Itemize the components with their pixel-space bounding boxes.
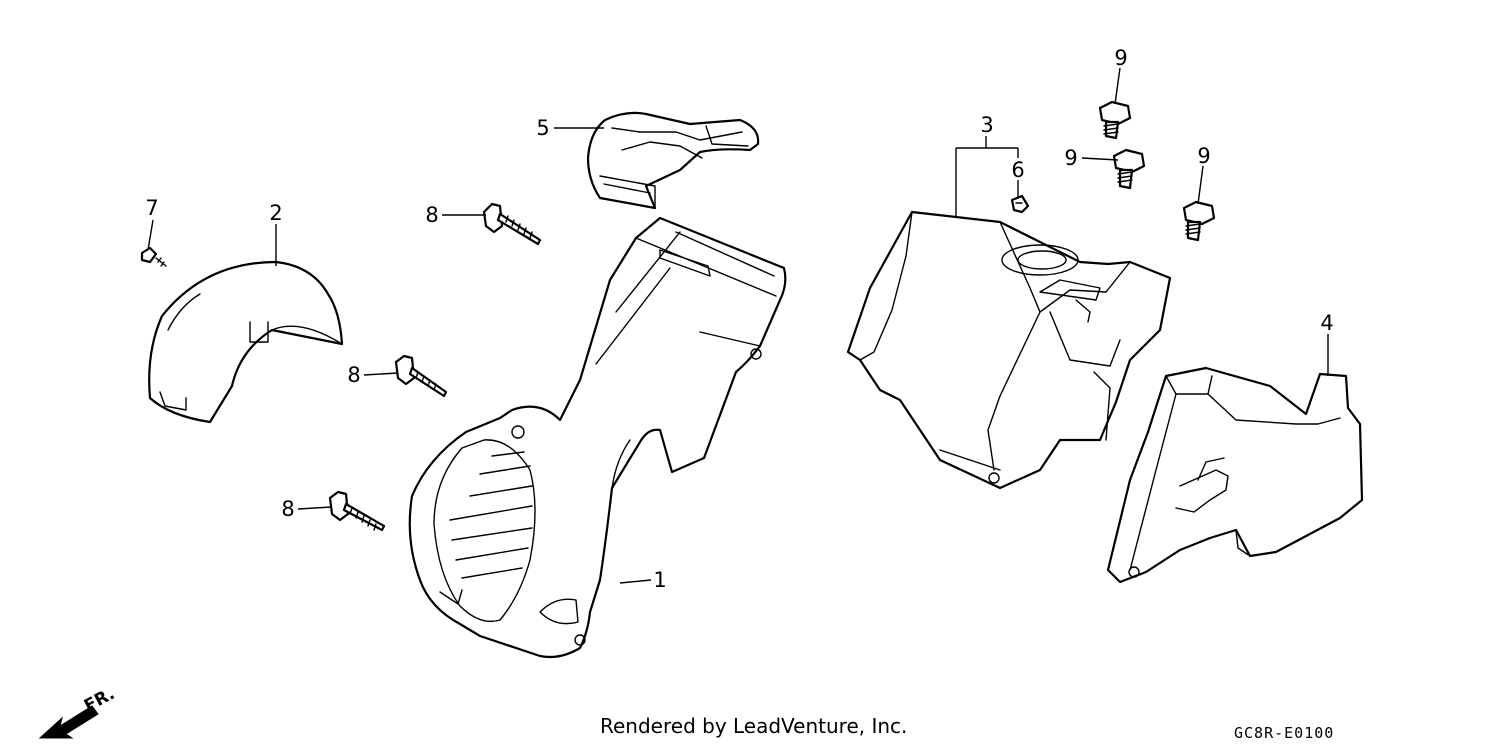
part-4-side-cover	[1106, 366, 1364, 584]
part-6-clip-nut	[1010, 194, 1030, 214]
part-2-curved-cover	[148, 260, 344, 424]
callout-labels: 7 2 5 8 8 8 1 3 6 9 9 9 4	[145, 46, 1333, 592]
part-1-fan-shroud	[408, 216, 787, 659]
callout-5: 5	[536, 116, 549, 140]
callout-8-top: 8	[425, 203, 438, 227]
part-8-bolt-top	[482, 202, 542, 246]
callout-9-right: 9	[1197, 144, 1210, 168]
part-3-cover	[846, 210, 1172, 490]
diagram-code: GC8R-E0100	[1234, 724, 1335, 742]
render-credit: Rendered by LeadVenture, Inc.	[600, 714, 908, 738]
part-7-small-screw	[140, 246, 167, 267]
part-8-bolt-middle	[394, 354, 448, 398]
part-9-bolt-top	[1098, 100, 1132, 140]
callout-8-bottom: 8	[281, 497, 294, 521]
part-8-bolt-bottom	[328, 490, 386, 532]
front-direction-indicator: FR.	[38, 684, 118, 739]
part-9-bolt-middle	[1112, 148, 1146, 190]
part-9-bolt-right	[1182, 200, 1216, 242]
callout-9-middle: 9	[1064, 146, 1077, 170]
leader-lines	[147, 67, 1329, 584]
callout-3: 3	[980, 113, 993, 137]
callout-8-middle: 8	[347, 363, 360, 387]
callout-9-top: 9	[1114, 46, 1127, 70]
callout-4: 4	[1320, 311, 1333, 335]
front-arrow-icon	[38, 705, 99, 739]
callout-7: 7	[145, 196, 158, 220]
callout-6: 6	[1011, 158, 1024, 182]
callout-1: 1	[653, 568, 666, 592]
callout-2: 2	[269, 201, 282, 225]
part-5-duct	[586, 111, 760, 210]
